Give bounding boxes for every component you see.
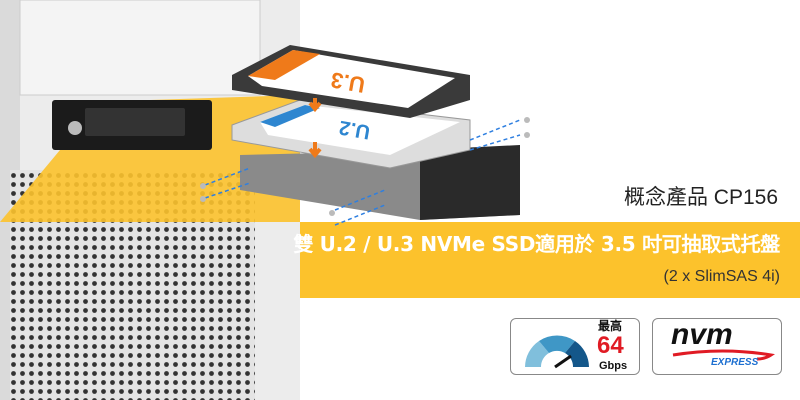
speed-badge: 最高 64 Gbps bbox=[510, 318, 640, 375]
nvm-logo-text: nvm bbox=[671, 318, 733, 351]
speedometer-icon bbox=[525, 335, 589, 369]
case-panel bbox=[19, 0, 261, 96]
nvm-express-badge: nvm EXPRESS bbox=[652, 318, 782, 375]
screws bbox=[200, 117, 530, 216]
subtitle: (2 x SlimSAS 4i) bbox=[663, 268, 780, 285]
screw-arrows bbox=[204, 119, 521, 226]
concept-product-label: 概念產品 CP156 bbox=[623, 186, 778, 209]
tray-handle bbox=[420, 145, 520, 220]
down-arrow-icon bbox=[308, 98, 322, 113]
lock-icon bbox=[68, 121, 82, 135]
down-arrow-icon bbox=[308, 142, 322, 159]
bay-slot bbox=[85, 108, 185, 136]
u3-ssd-stripe bbox=[248, 50, 320, 80]
nvm-express-logo bbox=[672, 349, 775, 361]
light-beam bbox=[0, 95, 300, 222]
u2-ssd-stripe bbox=[260, 105, 320, 127]
express-logo-text: EXPRESS bbox=[711, 357, 759, 368]
speed-unit: Gbps bbox=[599, 360, 628, 372]
headline: 雙 U.2 / U.3 NVMe SSD適用於 3.5 吋可抽取式托盤 bbox=[293, 232, 780, 256]
speed-value: 64 bbox=[597, 332, 624, 359]
u3-label: U.3 bbox=[329, 67, 367, 98]
speed-caption: 最高 bbox=[598, 319, 623, 333]
u2-label: U.2 bbox=[337, 116, 371, 143]
